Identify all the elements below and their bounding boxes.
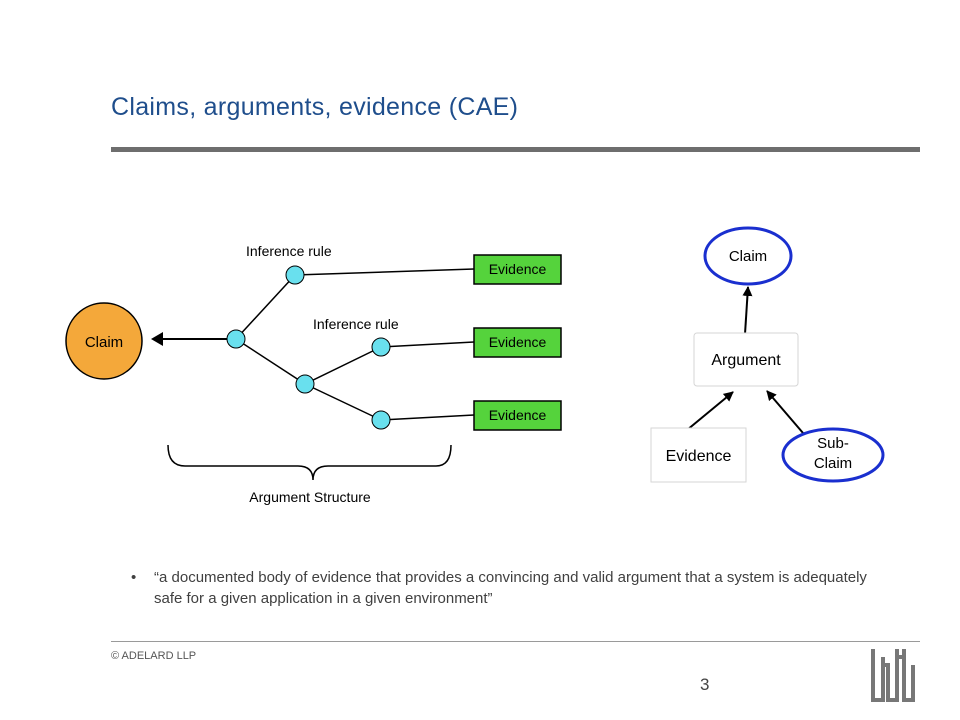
claim-node-label: Claim — [85, 334, 123, 351]
argument-box-label: Argument — [711, 352, 781, 369]
inference-node-mid — [295, 374, 315, 394]
definition-quote: “a documented body of evidence that prov… — [154, 569, 867, 607]
inference-node-upper — [371, 337, 391, 357]
argument-structure-diagram: Claim Inference rule Inference rule Evid… — [65, 243, 562, 505]
evidence-box — [650, 427, 747, 483]
inference-rule-label-top: Inference rule — [246, 243, 332, 259]
connector-root-to-mid — [235, 338, 306, 385]
copyright-text: © ADELARD LLP — [111, 650, 197, 662]
arrow-subclaim-to-argument — [766, 390, 804, 434]
definition-bullet: • “a documented body of evidence that pr… — [131, 567, 891, 609]
claim-ellipse-label: Claim — [729, 248, 767, 265]
connector-mid-to-lower — [304, 383, 382, 421]
claim-node — [65, 302, 143, 380]
subclaim-ellipse-label-line1: Sub- — [817, 435, 849, 452]
title-divider — [111, 147, 920, 152]
bullet-marker: • — [131, 569, 137, 586]
inference-rule-label-mid: Inference rule — [313, 316, 399, 332]
footer-divider — [111, 641, 920, 642]
evidence-box-1-label: Evidence — [489, 261, 547, 277]
evidence-box-2 — [473, 327, 562, 358]
inference-node-top — [285, 265, 305, 285]
subclaim-ellipse — [781, 427, 885, 483]
arrow-evidence-to-argument — [686, 391, 734, 431]
argument-structure-label: Argument Structure — [249, 489, 371, 505]
evidence-box-2-label: Evidence — [489, 334, 547, 350]
arrow-to-claim — [151, 332, 163, 346]
evidence-box-1 — [473, 254, 562, 285]
connector-root-to-top — [235, 274, 296, 340]
connector-mid-to-upper — [304, 346, 382, 385]
argument-box — [693, 332, 799, 387]
claim-ellipse — [703, 226, 793, 286]
connector-top-to-evidence — [294, 268, 475, 276]
subclaim-ellipse-label-line2: Claim — [814, 455, 852, 472]
argument-structure-brace — [167, 444, 452, 481]
connector-lower-to-evidence — [380, 414, 475, 421]
cae-pattern-diagram: Claim Argument Evidence Sub- Claim — [650, 226, 885, 483]
slide-title: Claims, arguments, evidence (CAE) — [111, 93, 519, 121]
arrow-argument-to-claim — [742, 286, 753, 335]
evidence-box-label: Evidence — [666, 448, 732, 465]
evidence-box-3-label: Evidence — [489, 407, 547, 423]
inference-node-root — [226, 329, 246, 349]
connector-upper-to-evidence — [380, 341, 475, 348]
adelard-logo — [871, 649, 915, 702]
evidence-box-3 — [473, 400, 562, 431]
inference-node-lower — [371, 410, 391, 430]
page-number: 3 — [700, 675, 710, 694]
